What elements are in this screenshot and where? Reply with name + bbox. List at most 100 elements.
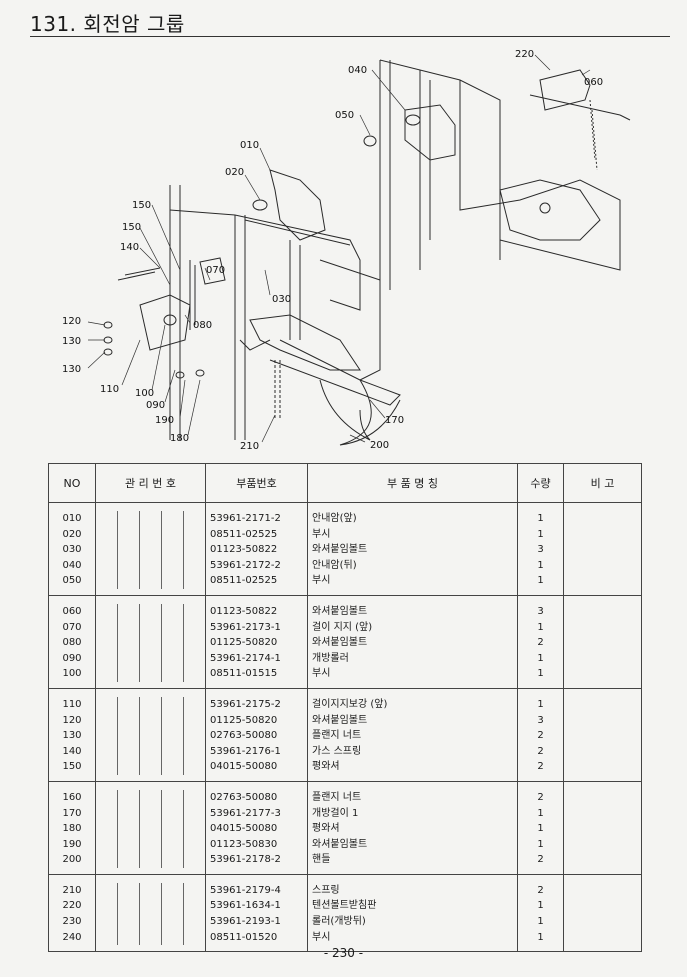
row-part-number: 53961-2177-3 xyxy=(205,805,308,822)
row-mgmt xyxy=(95,759,206,782)
row-part-name: 걸이지지보강 (앞) xyxy=(307,688,518,713)
callout-label: 060 xyxy=(584,77,603,88)
row-qty: 2 xyxy=(517,759,564,782)
row-part-number: 01125-50820 xyxy=(205,635,308,651)
row-note xyxy=(563,502,642,527)
row-part-number: 02763-50080 xyxy=(205,781,308,806)
row-mgmt xyxy=(95,914,206,930)
row-note xyxy=(563,836,642,853)
row-part-name: 부시 xyxy=(307,526,518,543)
row-part-name: 안내암(뒤) xyxy=(307,557,518,574)
callout-label: 130 xyxy=(62,336,81,347)
row-qty: 1 xyxy=(517,914,564,930)
row-note xyxy=(563,650,642,667)
row-note xyxy=(563,712,642,729)
row-part-number: 53961-2176-1 xyxy=(205,743,308,760)
row-no: 080 xyxy=(48,635,96,651)
row-note xyxy=(563,728,642,744)
callout-label: 130 xyxy=(62,364,81,375)
row-no: 180 xyxy=(48,821,96,837)
row-part-name: 가스 스프링 xyxy=(307,743,518,760)
row-note xyxy=(563,573,642,596)
row-part-name: 걸이 지지 (앞) xyxy=(307,619,518,636)
row-note xyxy=(563,821,642,837)
callout-label: 200 xyxy=(370,440,389,451)
row-qty: 2 xyxy=(517,781,564,806)
row-qty: 2 xyxy=(517,728,564,744)
row-qty: 2 xyxy=(517,635,564,651)
row-note xyxy=(563,688,642,713)
row-note xyxy=(563,542,642,558)
row-part-number: 53961-2179-4 xyxy=(205,874,308,899)
row-part-number: 08511-02525 xyxy=(205,526,308,543)
row-no: 160 xyxy=(48,781,96,806)
row-mgmt xyxy=(95,805,206,822)
row-part-name: 와셔붙임볼트 xyxy=(307,595,518,620)
row-part-name: 플랜지 너트 xyxy=(307,781,518,806)
col-header-no: NO xyxy=(48,463,96,503)
row-mgmt xyxy=(95,526,206,543)
callout-label: 010 xyxy=(240,140,259,151)
callout-label: 150 xyxy=(132,200,151,211)
row-part-number: 53961-2174-1 xyxy=(205,650,308,667)
row-no: 040 xyxy=(48,557,96,574)
row-qty: 1 xyxy=(517,557,564,574)
title-divider xyxy=(30,36,670,37)
row-no: 150 xyxy=(48,759,96,782)
row-no: 030 xyxy=(48,542,96,558)
row-no: 120 xyxy=(48,712,96,729)
col-header-mgmt: 관 리 번 호 xyxy=(95,463,206,503)
row-note xyxy=(563,759,642,782)
row-mgmt xyxy=(95,619,206,636)
row-part-name: 평와셔 xyxy=(307,821,518,837)
callout-label: 080 xyxy=(193,320,212,331)
col-header-note: 비 고 xyxy=(563,463,642,503)
row-mgmt xyxy=(95,836,206,853)
row-part-number: 53961-2178-2 xyxy=(205,852,308,875)
row-mgmt xyxy=(95,635,206,651)
row-part-name: 평와셔 xyxy=(307,759,518,782)
row-no: 190 xyxy=(48,836,96,853)
row-part-number: 01123-50822 xyxy=(205,595,308,620)
row-part-number: 01123-50822 xyxy=(205,542,308,558)
row-no: 170 xyxy=(48,805,96,822)
row-no: 100 xyxy=(48,666,96,689)
col-header-name: 부 품 명 칭 xyxy=(307,463,518,503)
row-qty: 2 xyxy=(517,852,564,875)
row-no: 090 xyxy=(48,650,96,667)
row-part-number: 08511-01515 xyxy=(205,666,308,689)
row-part-name: 핸들 xyxy=(307,852,518,875)
row-mgmt xyxy=(95,728,206,744)
row-part-name: 텐션볼트받침판 xyxy=(307,898,518,915)
row-qty: 3 xyxy=(517,595,564,620)
row-part-name: 와셔붙임볼트 xyxy=(307,635,518,651)
row-qty: 1 xyxy=(517,821,564,837)
row-mgmt xyxy=(95,557,206,574)
page-number: - 230 - xyxy=(323,946,364,960)
row-mgmt xyxy=(95,781,206,806)
callout-label: 030 xyxy=(272,294,291,305)
row-part-name: 안내암(앞) xyxy=(307,502,518,527)
row-part-name: 플랜지 너트 xyxy=(307,728,518,744)
row-part-number: 02763-50080 xyxy=(205,728,308,744)
row-note xyxy=(563,852,642,875)
row-part-name: 개방걸이 1 xyxy=(307,805,518,822)
callout-label: 140 xyxy=(120,242,139,253)
row-part-number: 04015-50080 xyxy=(205,821,308,837)
row-part-number: 01123-50830 xyxy=(205,836,308,853)
row-qty: 2 xyxy=(517,743,564,760)
row-qty: 1 xyxy=(517,502,564,527)
row-qty: 2 xyxy=(517,874,564,899)
row-qty: 3 xyxy=(517,542,564,558)
row-qty: 1 xyxy=(517,526,564,543)
callout-label: 020 xyxy=(225,167,244,178)
